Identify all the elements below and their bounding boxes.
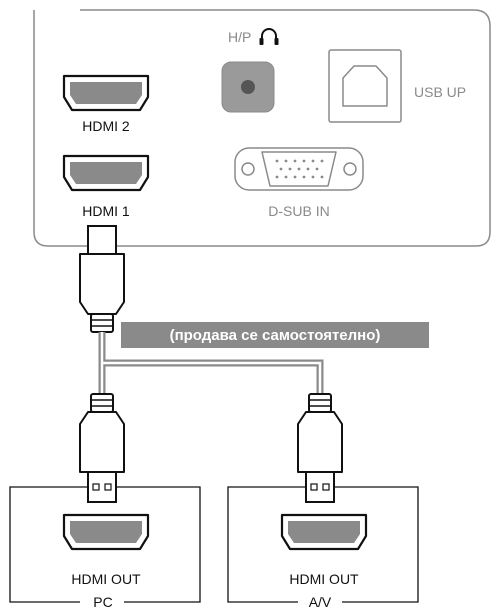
usb-up-label: USB UP <box>414 84 466 100</box>
dsub-pins <box>275 159 324 179</box>
pc-device <box>9 486 201 603</box>
usb-up-port <box>328 49 402 123</box>
dsub-port <box>234 147 364 191</box>
av-hdmi-out-port <box>280 513 368 551</box>
hdmi-cable <box>79 225 324 395</box>
pc-port-label: HDMI OUT <box>71 571 141 587</box>
av-device-label: A/V <box>309 594 332 610</box>
pc-device-label: PC <box>93 594 112 610</box>
hdmi2-label: HDMI 2 <box>82 118 130 134</box>
hdmi2-port <box>62 74 150 112</box>
av-port-label: HDMI OUT <box>289 571 359 587</box>
headphone-label: H/P <box>228 29 251 45</box>
av-device <box>227 486 419 603</box>
headphone-jack <box>221 61 275 113</box>
hdmi1-port <box>62 154 150 192</box>
note-badge <box>121 322 429 348</box>
pc-cable-plug <box>79 393 125 503</box>
note-text: (продава се самостоятелно) <box>170 327 381 344</box>
av-cable-plug <box>297 393 343 503</box>
dsub-label: D-SUB IN <box>268 203 329 219</box>
hdmi1-label: HDMI 1 <box>82 203 130 219</box>
monitor-back-panel <box>33 9 491 247</box>
panel-outline <box>33 9 491 247</box>
pc-hdmi-out-port <box>62 513 150 551</box>
headphone-icon <box>259 28 279 45</box>
